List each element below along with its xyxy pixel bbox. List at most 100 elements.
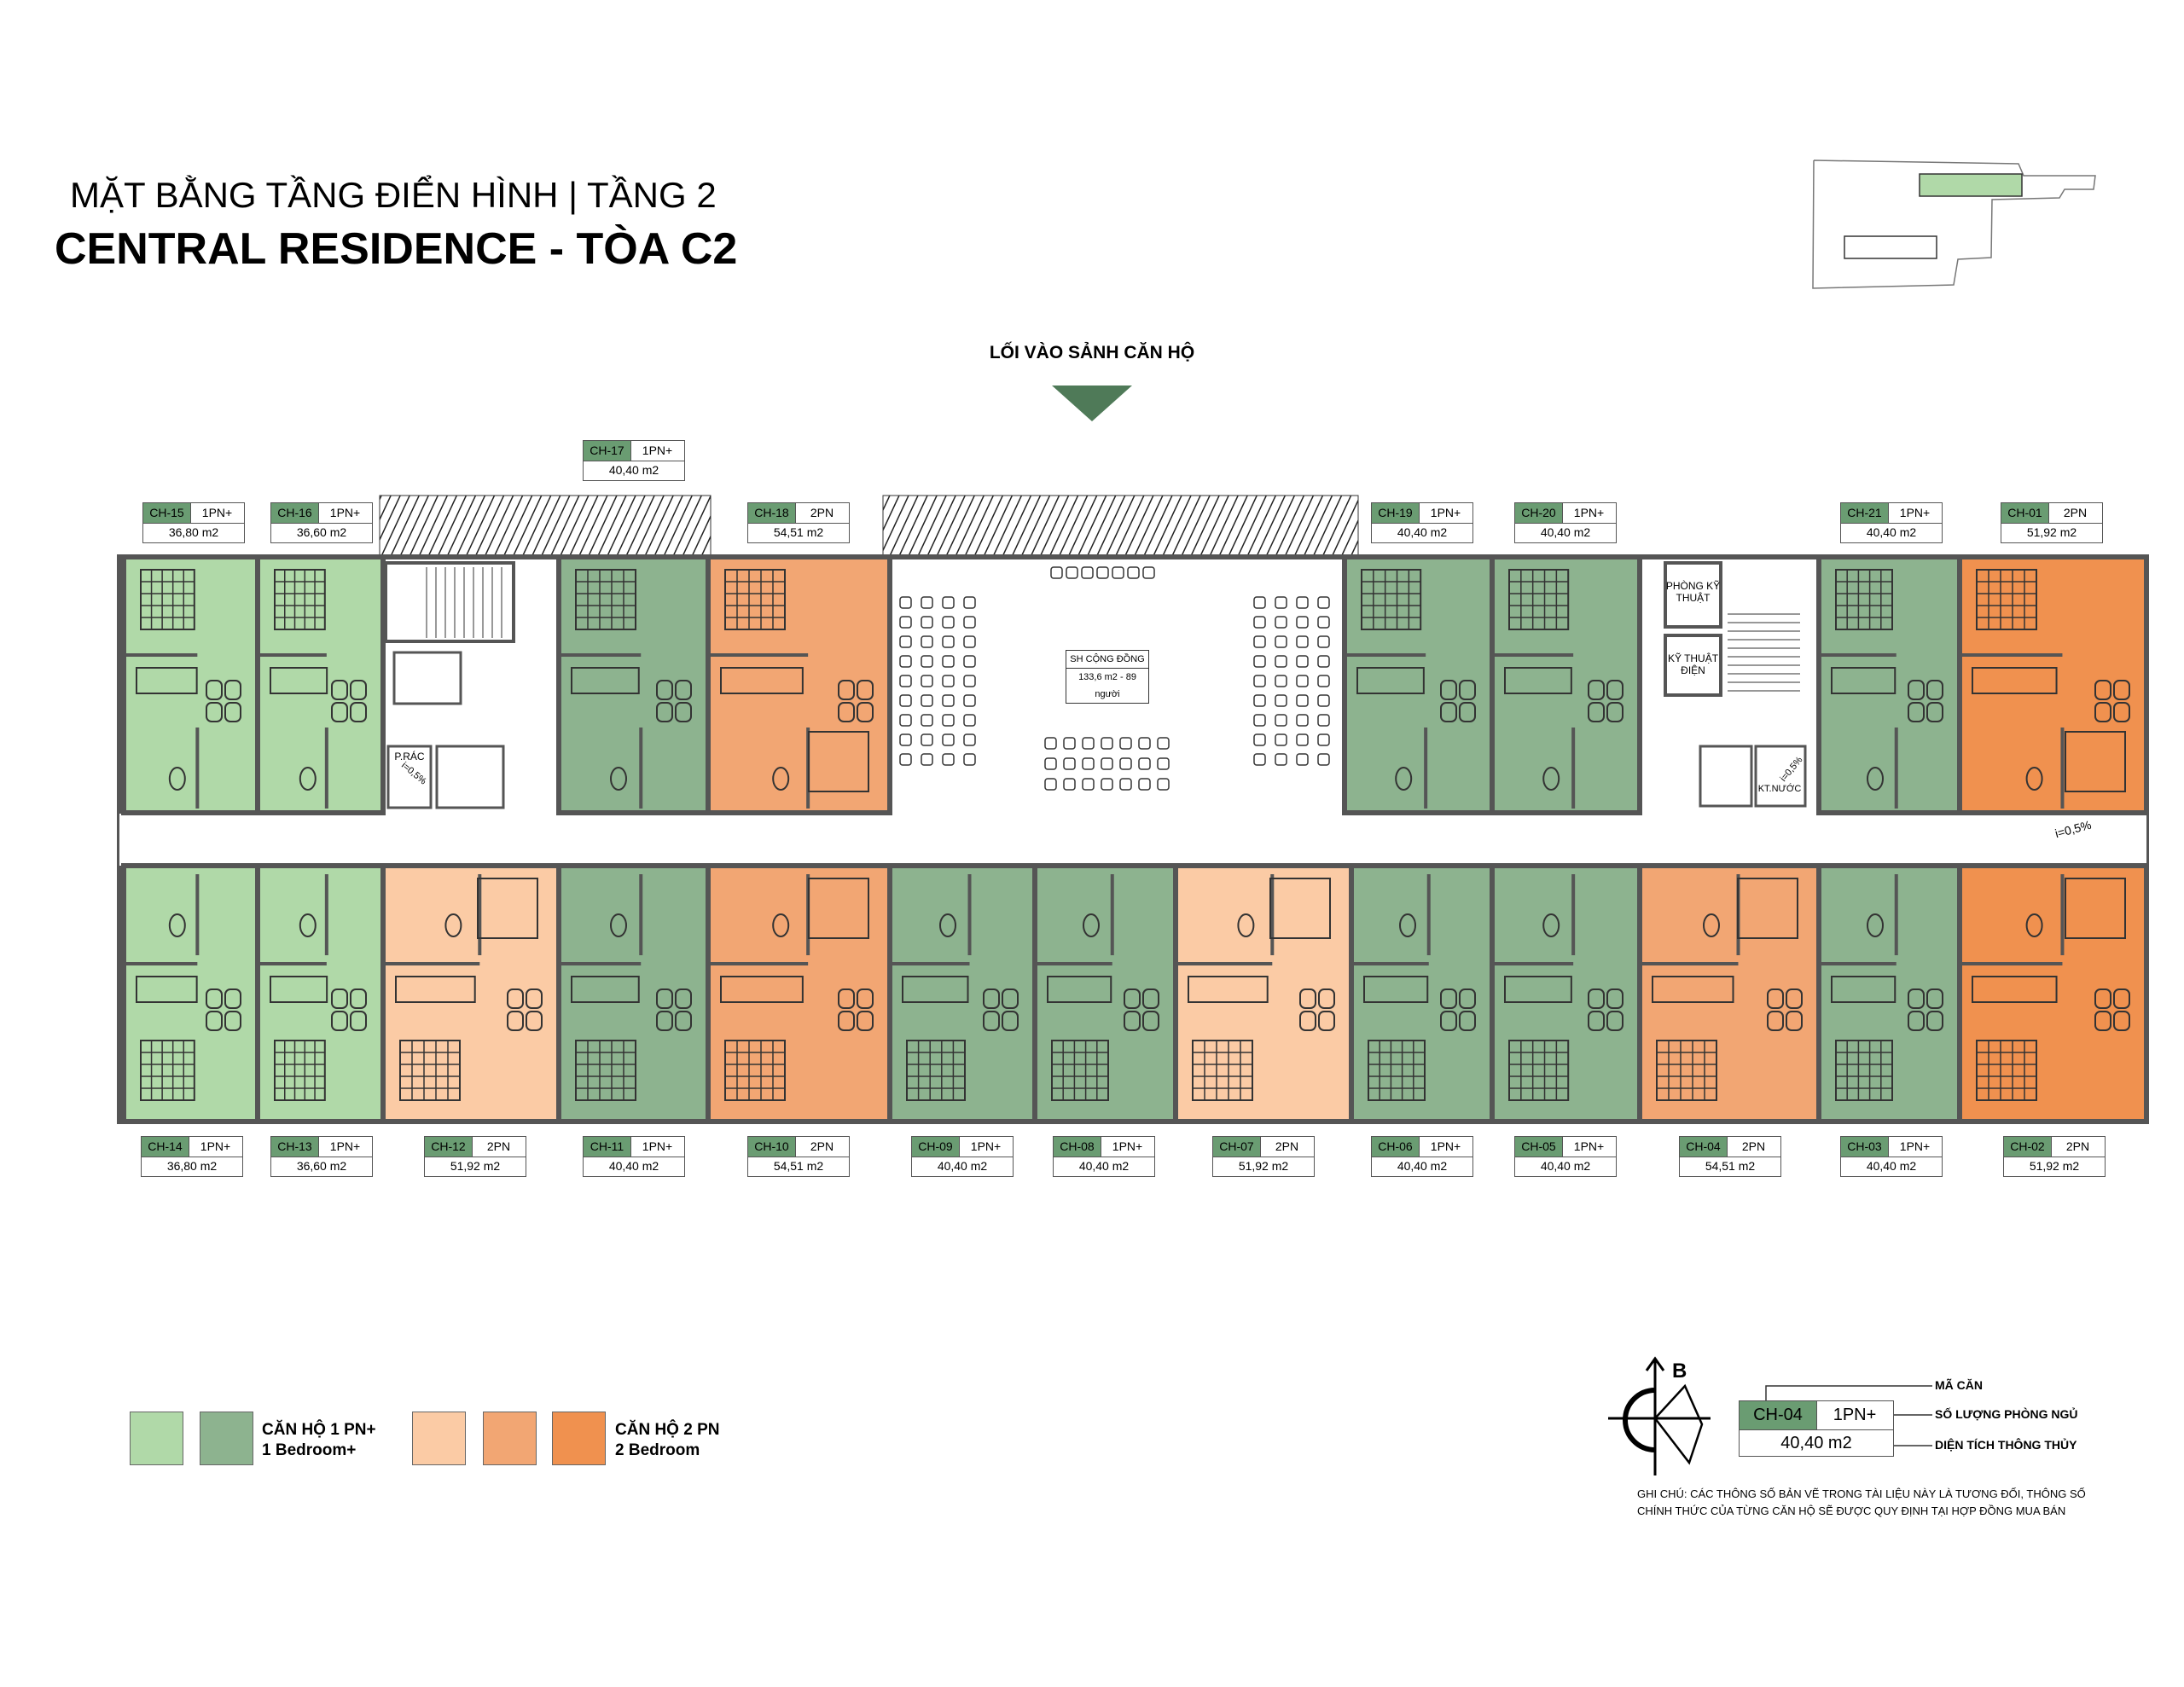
key-bedrooms-label: SỐ LƯỢNG PHÒNG NGỦ [1935, 1407, 2078, 1421]
seat-icon [1157, 757, 1170, 770]
legend-1pn-en: 1 Bedroom+ [262, 1441, 357, 1459]
chair-icon [1606, 1011, 1623, 1031]
chair-icon [1606, 702, 1623, 722]
unit-type: 1PN+ [1419, 1137, 1472, 1157]
unit-ch-01[interactable] [1957, 554, 2149, 815]
unit-ch-17[interactable] [556, 554, 711, 815]
chair-icon [2113, 680, 2130, 700]
unit-ch-18[interactable] [706, 554, 892, 815]
toilet-icon [168, 913, 186, 937]
bed-icon [1269, 878, 1331, 939]
chair-icon [1588, 680, 1605, 700]
unit-type: 2PN [1727, 1137, 1780, 1157]
chair-icon [1142, 1011, 1159, 1031]
bed-icon [274, 1040, 326, 1101]
unit-area: 36,80 m2 [166, 1159, 218, 1173]
unit-id: CH-03 [1841, 1137, 1889, 1157]
unit-area: 51,92 m2 [2026, 525, 2077, 539]
unit-id: CH-11 [584, 1137, 631, 1157]
seat-icon [899, 616, 912, 629]
unit-area: 40,40 m2 [608, 1159, 659, 1173]
toilet-icon [1237, 913, 1255, 937]
unit-type: 1PN+ [959, 1137, 1013, 1157]
chair-icon [838, 702, 855, 722]
seat-icon [921, 616, 933, 629]
unit-ch-21[interactable] [1816, 554, 1962, 815]
bed-icon [140, 569, 195, 630]
unit-ch-05[interactable] [1490, 863, 1642, 1124]
unit-id: CH-12 [425, 1137, 473, 1157]
chair-icon [1318, 988, 1335, 1009]
bed-icon [1192, 1040, 1253, 1101]
unit-ch-09[interactable] [887, 863, 1037, 1124]
chair-icon [1459, 680, 1476, 700]
toilet-icon [610, 913, 627, 937]
sofa-icon [720, 976, 804, 1003]
unit-ch-02[interactable] [1957, 863, 2149, 1124]
chair-icon [983, 1011, 1000, 1031]
sofa-icon [1047, 976, 1112, 1003]
bed-icon [1051, 1040, 1109, 1101]
unit-ch-16[interactable] [255, 554, 386, 815]
seat-icon [899, 714, 912, 727]
bed-icon [1361, 569, 1422, 630]
unit-ch-15[interactable] [121, 554, 260, 815]
unit-ch-11[interactable] [556, 863, 711, 1124]
legend-2pn: CĂN HỘ 2 PN 2 Bedroom [615, 1420, 719, 1461]
seat-icon [1119, 737, 1132, 750]
chair-icon [1459, 988, 1476, 1009]
bed-icon [2065, 731, 2126, 792]
unit-type: 2PN [1260, 1137, 1314, 1157]
legend-swatch-orange-mid [483, 1412, 537, 1465]
unit-type: 2PN [2048, 503, 2102, 524]
toilet-icon [1399, 913, 1416, 937]
chair-icon [838, 988, 855, 1009]
seat-icon [963, 714, 976, 727]
seat-icon [1317, 733, 1330, 746]
seat-icon [942, 596, 955, 609]
unit-ch-04[interactable] [1637, 863, 1821, 1124]
seat-icon [1296, 694, 1309, 707]
unit-id: CH-10 [748, 1137, 796, 1157]
chair-icon [1767, 1011, 1784, 1031]
unit-ch-20[interactable] [1490, 554, 1642, 815]
seat-icon [1317, 675, 1330, 687]
legend-swatch-orange-light [412, 1412, 466, 1465]
seat-icon [1063, 757, 1076, 770]
unit-ch-10[interactable] [706, 863, 892, 1124]
unit-ch-12[interactable] [380, 863, 561, 1124]
unit-ch-13[interactable] [255, 863, 386, 1124]
seat-icon [1317, 635, 1330, 648]
seat-icon [963, 675, 976, 687]
chair-icon [2113, 988, 2130, 1009]
unit-ch-08[interactable] [1032, 863, 1178, 1124]
unit-ch-06[interactable] [1349, 863, 1495, 1124]
unit-ch-07[interactable] [1173, 863, 1354, 1124]
unit-area: 40,40 m2 [1078, 1159, 1130, 1173]
unit-ch-03[interactable] [1816, 863, 1962, 1124]
chair-icon [1588, 702, 1605, 722]
unit-id: CH-04 [1680, 1137, 1728, 1157]
unit-id: CH-21 [1841, 503, 1889, 524]
seat-icon [1296, 635, 1309, 648]
chair-icon [224, 680, 241, 700]
unit-ch-14[interactable] [121, 863, 260, 1124]
unit-ch-19[interactable] [1342, 554, 1495, 815]
seat-icon [1082, 757, 1095, 770]
seat-icon [921, 675, 933, 687]
chair-icon [1440, 680, 1457, 700]
unit-area: 36,60 m2 [296, 525, 347, 539]
seat-icon [1253, 753, 1266, 766]
toilet-icon [610, 767, 627, 791]
seat-icon [1275, 714, 1287, 727]
unit-area: 36,60 m2 [296, 1159, 347, 1173]
